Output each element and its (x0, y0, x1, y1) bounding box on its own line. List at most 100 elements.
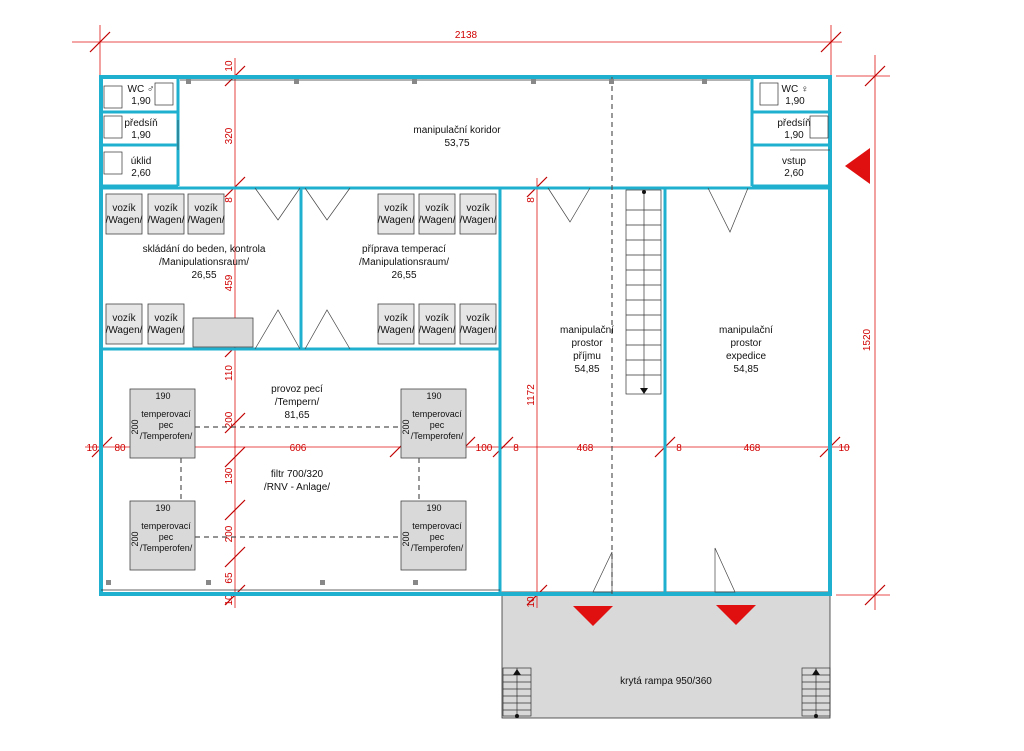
room-wc-f-area: 1,90 (785, 96, 805, 107)
kiln-label-line1: temperovací (412, 409, 462, 419)
dim-bay-depth: 1172 (526, 384, 537, 406)
room-uklid-area: 2,60 (131, 168, 151, 179)
dim-gap-100: 100 (476, 443, 493, 454)
dim-wall-top: 10 (224, 60, 235, 72)
entry-marker-receiving (573, 606, 613, 626)
room-vstup-name: vstup (782, 156, 806, 167)
room-expedice-line1: manipulační (719, 325, 773, 336)
room-wc-m-area: 1,90 (131, 96, 151, 107)
room-priprava-line1: příprava temperací (362, 244, 446, 255)
cart-label-line2: /Wagen/ (460, 325, 497, 336)
ramp-area (501, 591, 831, 719)
kiln-depth-label: 200 (130, 419, 140, 434)
room-uklid-name: úklid (131, 156, 152, 167)
room-provoz-line2: /Tempern/ (275, 397, 320, 408)
dim-room-depth: 459 (224, 274, 235, 291)
room-vstup-area: 2,60 (784, 168, 804, 179)
cart-label-line1: vozík (154, 203, 178, 214)
kiln-label-line1: temperovací (141, 409, 191, 419)
room-priprava-area: 26,55 (391, 270, 416, 281)
kiln-width-label: 190 (155, 391, 170, 401)
kiln-label-line3: /Temperofen/ (140, 431, 193, 441)
dim-wall-8a: 8 (224, 197, 235, 203)
wc-fixtures (103, 82, 829, 175)
cart: vozík/Wagen/ (419, 303, 456, 345)
kiln-label-line1: temperovací (412, 521, 462, 531)
stair (625, 189, 662, 395)
kiln-width-label: 190 (426, 503, 441, 513)
kiln-depth-label: 200 (401, 531, 411, 546)
cart-label-line2: /Wagen/ (148, 215, 185, 226)
cart-label-line2: /Wagen/ (148, 325, 185, 336)
room-expedice-line3: expedice (726, 351, 766, 362)
cart: vozík/Wagen/ (106, 193, 143, 235)
kiln-width-label: 190 (155, 503, 170, 513)
cart-label-line2: /Wagen/ (419, 325, 456, 336)
dim-gap-65: 65 (224, 572, 235, 584)
dim-offset-80: 80 (114, 443, 126, 454)
cart-label-line1: vozík (384, 313, 408, 324)
cart: vozík/Wagen/ (148, 193, 185, 235)
room-skladani-line1: skládání do beden, kontrola (143, 244, 266, 255)
cart-label-line1: vozík (112, 313, 136, 324)
dim-span-606: 606 (290, 443, 307, 454)
dimension-lines (72, 25, 890, 610)
dim-kiln-200a: 200 (224, 411, 235, 428)
cart-label-line2: /Wagen/ (106, 325, 143, 336)
dim-wall-8d: 8 (676, 443, 682, 454)
dim-total-width: 2138 (455, 30, 478, 41)
cart-label-line2: /Wagen/ (378, 325, 415, 336)
cart-label-line2: /Wagen/ (419, 215, 456, 226)
kiln-label-line3: /Temperofen/ (140, 543, 193, 553)
room-predsin-l-name: předsíň (124, 118, 157, 129)
kilns: 190200temperovacípec/Temperofen/190200te… (129, 388, 467, 571)
room-predsin-r-name: předsíň (777, 118, 810, 129)
cart-label-line1: vozík (466, 203, 490, 214)
room-provoz-line1: provoz pecí (271, 384, 323, 395)
room-wc-f-name: WC ♀ (782, 84, 809, 95)
room-wc-m-name: WC ♂ (128, 84, 155, 95)
room-koridor-area: 53,75 (444, 138, 469, 149)
room-priprava-line2: /Manipulationsraum/ (359, 257, 449, 268)
cart-label-line1: vozík (154, 313, 178, 324)
room-predsin-r-area: 1,90 (784, 130, 804, 141)
kiln-label-line2: pec (159, 420, 174, 430)
room-filtr-line1: filtr 700/320 (271, 469, 324, 480)
entry-marker-east (845, 148, 870, 184)
dim-gap-110: 110 (224, 365, 235, 381)
cart: vozík/Wagen/ (188, 193, 225, 235)
kiln-label-line3: /Temperofen/ (411, 431, 464, 441)
ramp-label: krytá rampa 950/360 (620, 676, 712, 687)
cart: vozík/Wagen/ (378, 193, 415, 235)
walls (99, 75, 832, 596)
dim-corridor-depth: 320 (224, 127, 235, 144)
room-skladani-line2: /Manipulationsraum/ (159, 257, 249, 268)
carts: vozík/Wagen/vozík/Wagen/vozík/Wagen/vozí… (106, 193, 497, 345)
kiln-label-line2: pec (430, 420, 445, 430)
kiln-depth-label: 200 (130, 531, 140, 546)
room-prijem-line2: prostor (571, 338, 603, 349)
dim-wall-left: 10 (86, 443, 98, 454)
cart-label-line1: vozík (112, 203, 136, 214)
windows (101, 79, 750, 591)
room-expedice-line2: prostor (730, 338, 762, 349)
kiln-links (180, 426, 420, 538)
dim-bay-468a: 468 (577, 443, 594, 454)
kiln-label-line2: pec (159, 532, 174, 542)
kiln-depth-label: 200 (401, 419, 411, 434)
kiln-label-line1: temperovací (141, 521, 191, 531)
cart-label-line1: vozík (384, 203, 408, 214)
room-skladani-area: 26,55 (191, 270, 216, 281)
dim-wall-8e: 8 (526, 197, 537, 203)
dim-wall-right: 10 (838, 443, 850, 454)
cart: vozík/Wagen/ (106, 303, 143, 345)
cart-label-line1: vozík (466, 313, 490, 324)
cart-label-line2: /Wagen/ (378, 215, 415, 226)
dim-bay-468b: 468 (744, 443, 761, 454)
doors (177, 120, 830, 593)
room-prijem-line3: příjmu (573, 351, 601, 362)
